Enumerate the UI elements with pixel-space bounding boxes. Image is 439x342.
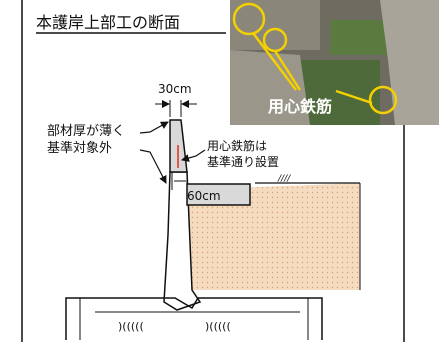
photo-pointer-line-1 xyxy=(252,32,297,91)
photo-vegetation-top xyxy=(330,20,390,55)
photo-rock-upper-left xyxy=(230,0,320,50)
soil-backfill xyxy=(187,183,360,290)
coping-block xyxy=(186,183,251,206)
photo-inset: 用心鉄筋 xyxy=(230,0,439,125)
rebar-note-line2: 基準通り設置 xyxy=(207,154,279,169)
thin-member-note-line2: 基準対象外 xyxy=(47,140,112,156)
thin-member-note-line1: 部材厚が薄く xyxy=(47,124,125,139)
footing-outline xyxy=(65,297,323,340)
dim-top-width-label: 30cm xyxy=(158,82,192,96)
pile-marker-right: )((((( xyxy=(205,320,231,333)
photo-rock-lower-left xyxy=(230,50,310,125)
photo-pointer-line-2 xyxy=(273,50,302,91)
dim-bottom-width-label: 60cm xyxy=(187,189,221,203)
thin-note-arrow-bottom xyxy=(139,149,167,184)
photo-label-rebar: 用心鉄筋 xyxy=(268,97,332,116)
rebar-highlight-circle-3 xyxy=(368,85,398,115)
rebar-note-line1: 用心鉄筋は xyxy=(207,138,267,153)
rebar-note-arrow xyxy=(181,149,206,162)
ground-hatch-mark: //// xyxy=(277,174,291,184)
pile-marker-left: )((((( xyxy=(118,320,144,333)
rebar-highlight-circle-1 xyxy=(232,2,266,36)
diagram-title: 本護岸上部工の断面 xyxy=(36,13,180,32)
thin-note-arrow-top xyxy=(139,121,169,134)
photo-pointer-line-3 xyxy=(335,89,373,105)
